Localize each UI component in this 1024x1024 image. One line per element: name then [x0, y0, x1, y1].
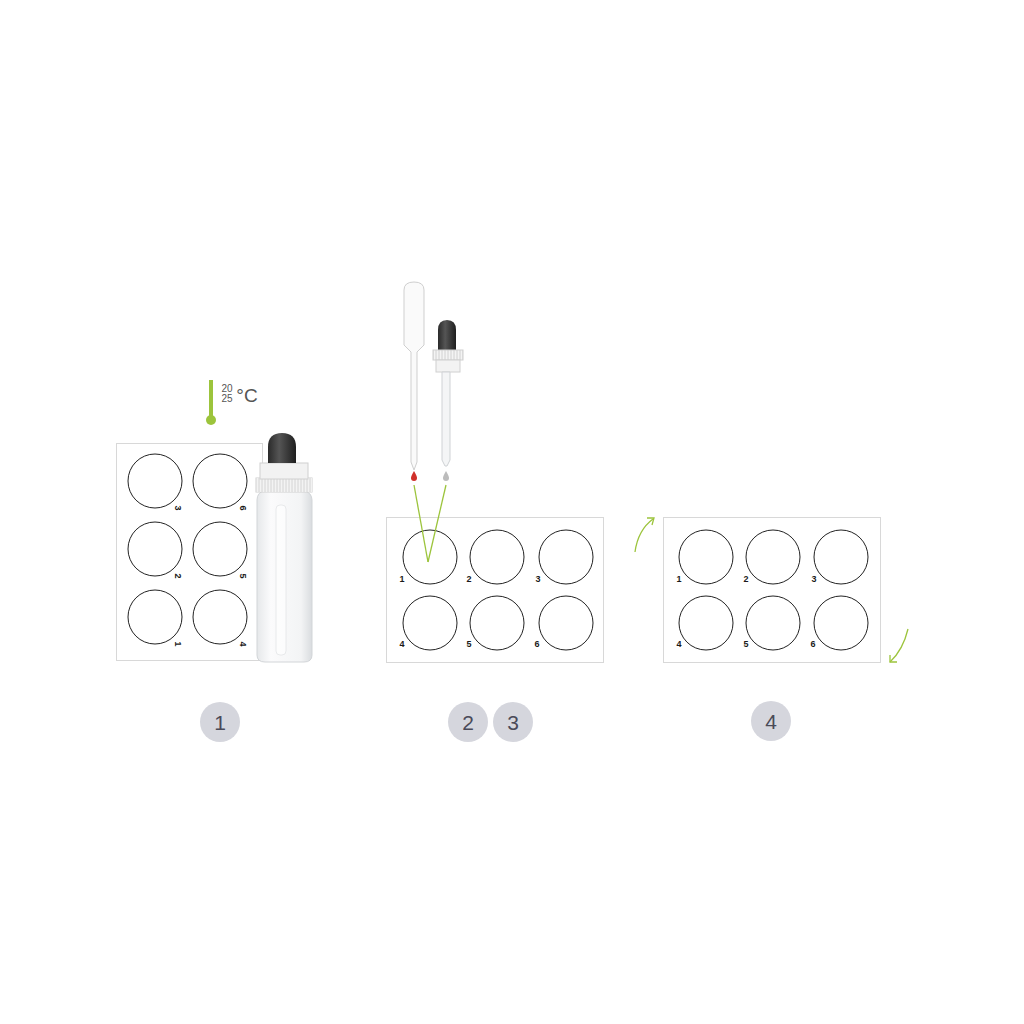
well-number: 6 — [534, 640, 539, 649]
well-number: 1 — [173, 641, 182, 646]
step-badge: 4 — [751, 701, 791, 741]
step-badge: 1 — [200, 702, 240, 742]
well-number: 4 — [238, 641, 247, 646]
step-badge: 3 — [493, 702, 533, 742]
step-number: 1 — [214, 712, 226, 733]
well-number: 2 — [466, 575, 471, 584]
well-number: 3 — [535, 575, 540, 584]
well-number: 5 — [466, 640, 471, 649]
plate-1 — [117, 444, 263, 661]
step-badge: 2 — [448, 702, 488, 742]
well-number: 6 — [238, 505, 247, 510]
step-number: 3 — [507, 712, 519, 733]
well-number: 5 — [238, 573, 247, 578]
well-number: 4 — [399, 640, 404, 649]
temperature-value: 20 — [221, 384, 232, 394]
well-number: 3 — [173, 505, 182, 510]
well-number: 4 — [676, 640, 681, 649]
step-number: 2 — [462, 712, 474, 733]
well-number: 5 — [743, 640, 748, 649]
rotation-arrows — [635, 518, 908, 662]
transfer-pipette — [404, 282, 424, 481]
well-number: 2 — [173, 573, 182, 578]
plate-2 — [387, 518, 604, 663]
well-number: 1 — [399, 575, 404, 584]
well-number: 2 — [743, 575, 748, 584]
well-number: 1 — [676, 575, 681, 584]
temperature-value: 25 — [221, 394, 232, 404]
well-number: 6 — [810, 640, 815, 649]
step-number: 4 — [765, 711, 777, 732]
dropper-bottle — [256, 433, 312, 662]
plate-3 — [664, 518, 881, 663]
well-number: 3 — [811, 575, 816, 584]
temperature-unit: °C — [236, 386, 257, 405]
glass-dropper — [433, 320, 463, 481]
drop-guide-lines — [414, 485, 446, 562]
thermometer — [206, 380, 216, 425]
